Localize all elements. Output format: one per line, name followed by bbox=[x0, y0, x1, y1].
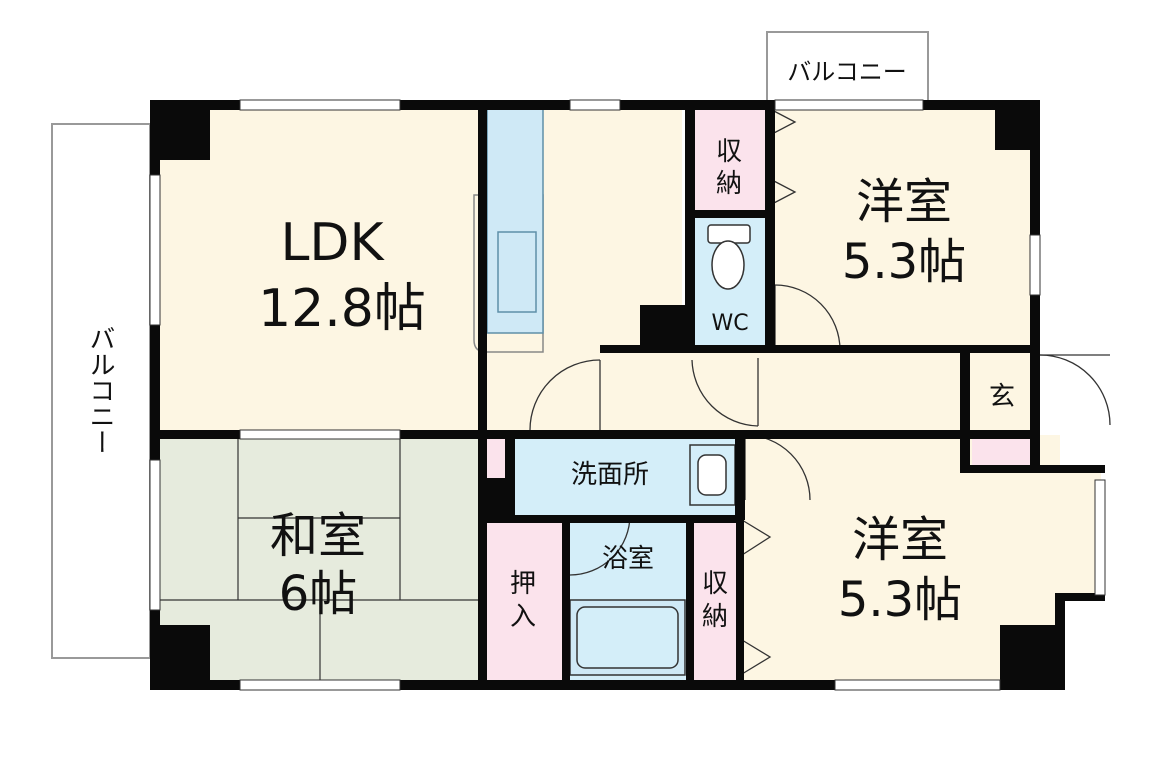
closet-south-floor bbox=[690, 515, 740, 680]
closet-north-label-1: 収 bbox=[716, 137, 742, 167]
balcony-left-label: バルコニー bbox=[85, 325, 115, 455]
ldk-label: LDK bbox=[280, 213, 385, 273]
bay-window-floor bbox=[1058, 472, 1101, 600]
ldk-floor bbox=[152, 103, 682, 438]
windows bbox=[149, 99, 1106, 691]
bathroom-label: 浴室 bbox=[602, 544, 654, 574]
kitchen-sink-basin bbox=[497, 231, 537, 313]
closet-north-floor bbox=[690, 108, 767, 215]
balcony-left bbox=[51, 123, 151, 659]
tatami-lines bbox=[160, 435, 480, 685]
washroom-label: 洗面所 bbox=[571, 460, 649, 490]
western-north-floor bbox=[770, 103, 1035, 350]
washbasin-bowl bbox=[697, 454, 727, 496]
japanese-label: 和室 bbox=[270, 508, 366, 564]
closet-doors bbox=[741, 109, 797, 675]
oshiire-label-1: 押 bbox=[510, 569, 536, 599]
pipe-space bbox=[487, 438, 507, 478]
balcony-top-label: バルコニー bbox=[787, 58, 907, 86]
entrance-floor bbox=[960, 350, 1038, 435]
closet-south-label-2: 納 bbox=[702, 602, 728, 632]
bathtub-inner bbox=[576, 606, 679, 669]
western-south-size-label: 5.3帖 bbox=[838, 572, 962, 628]
western-north-label: 洋室 bbox=[856, 174, 952, 230]
closet-north-label-2: 納 bbox=[716, 169, 742, 199]
closet-south-label-1: 収 bbox=[702, 569, 728, 599]
ldk-size-label: 12.8帖 bbox=[258, 279, 426, 339]
entrance-label: 玄 bbox=[989, 382, 1015, 412]
oshiire-label-2: 入 bbox=[510, 602, 536, 632]
entrance-step bbox=[972, 435, 1032, 470]
wc-label: WC bbox=[711, 311, 748, 336]
western-south-label: 洋室 bbox=[852, 512, 948, 568]
western-north-size-label: 5.3帖 bbox=[842, 234, 966, 290]
japanese-size-label: 6帖 bbox=[279, 566, 358, 622]
balcony-top bbox=[766, 31, 929, 103]
toilet-bowl bbox=[711, 240, 745, 290]
oshiire-floor bbox=[482, 520, 562, 680]
